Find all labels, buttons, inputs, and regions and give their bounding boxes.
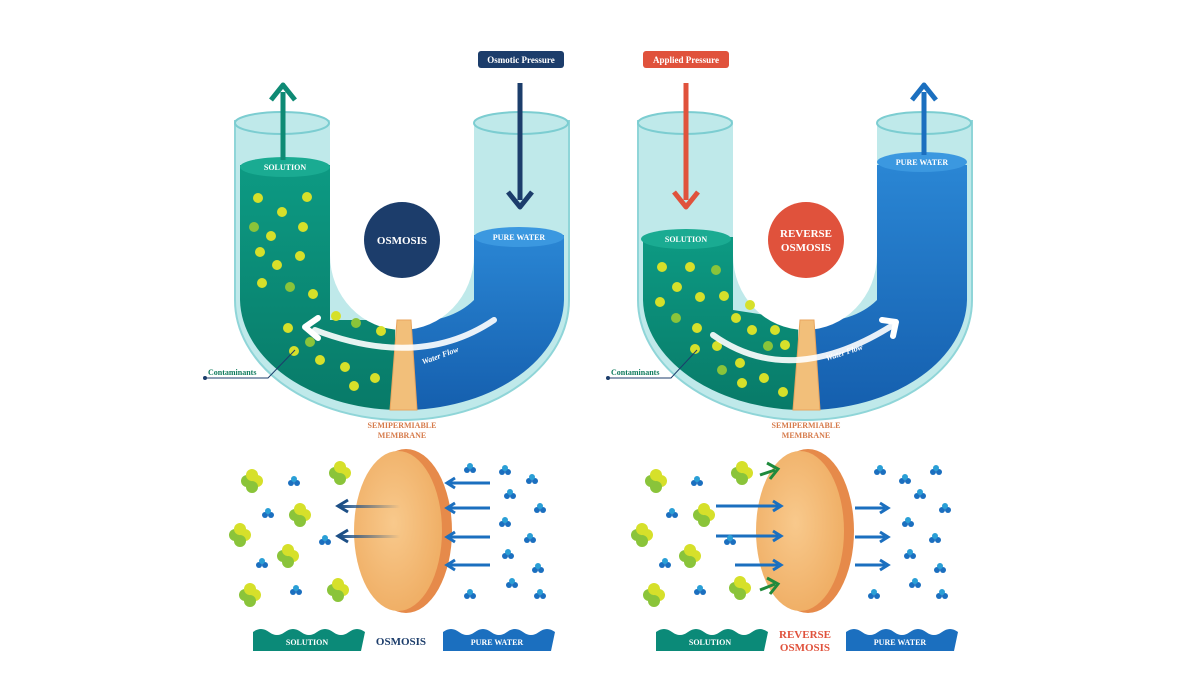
solution-rise-arrow [269,82,297,160]
osmosis-membrane-disc [354,449,452,613]
applied-pressure-badge [643,51,729,68]
reverse-title-line1: REVERSE [780,228,832,240]
water-flow-arrowhead [302,315,321,341]
applied-pressure-arrow [672,83,700,210]
reverse-contaminant-molecules [631,461,753,607]
membrane-label-line2: MEMBRANE [378,431,426,440]
reverse-membrane-label-line2: MEMBRANE [782,431,830,440]
reverse-bottom-title-line2: OSMOSIS [780,642,830,654]
osmosis-bottom-pure-water-label: PURE WATER [471,638,524,647]
reverse-solution-surface-label: SOLUTION [665,235,707,244]
reverse-title-line2: OSMOSIS [781,242,831,254]
osmosis-title-circle [364,202,440,278]
osmosis-bottom-solution-label: SOLUTION [286,638,328,647]
reverse-contaminant-dots [655,262,790,397]
reverse-pure-water-surface-label: PURE WATER [896,158,949,167]
osmotic-pressure-badge [478,51,564,68]
osmosis-water-molecules [256,463,546,599]
contaminants-label: Contaminants [208,368,256,377]
pure-water-rise-arrow [910,82,938,155]
osmotic-pressure-arrow [506,83,534,210]
reverse-bounce-arrows [759,461,781,595]
pure-water-surface-label: PURE WATER [493,233,546,242]
reverse-membrane-disc [756,449,854,613]
reverse-water-flow-arrow [710,322,896,364]
applied-pressure-label: Applied Pressure [653,55,719,65]
osmosis-bottom-bars [253,629,555,651]
reverse-bottom-pure-water-label: PURE WATER [874,638,927,647]
reverse-water-molecules [659,465,951,599]
reverse-water-arrows [716,499,891,572]
reverse-bottom-bars [656,629,958,651]
solution-surface-label: SOLUTION [264,163,306,172]
reverse-water-flow-arrowhead [879,317,899,339]
osmosis-contaminant-molecules [229,461,351,607]
osmotic-pressure-label: Osmotic Pressure [487,55,554,65]
reverse-bottom-title-line1: REVERSE [779,629,831,641]
reverse-membrane-label-line1: SEMIPERMIABLE [772,421,841,430]
osmosis-water-arrows [335,476,490,572]
osmosis-title: OSMOSIS [377,235,427,247]
water-flow-arrow [312,317,497,351]
reverse-contaminants-label: Contaminants [611,368,659,377]
osmosis-bottom-title: OSMOSIS [376,636,426,648]
reverse-bottom-solution-label: SOLUTION [689,638,731,647]
reverse-osmosis-title-circle [768,202,844,278]
reverse-contaminants-leader-line [608,349,698,379]
membrane-label-line1: SEMIPERMIABLE [368,421,437,430]
contaminants-leader-line [205,349,296,379]
